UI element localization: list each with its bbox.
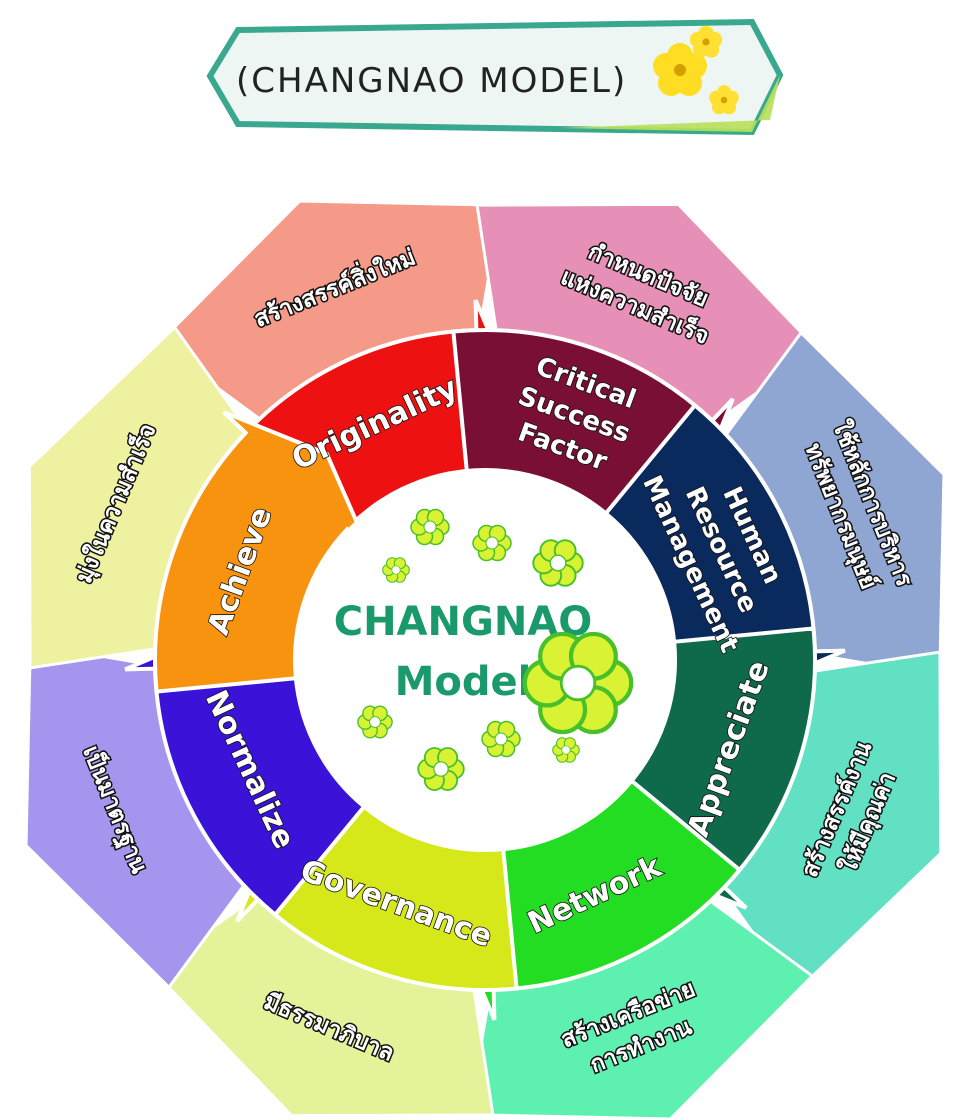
center-flower-icon xyxy=(552,737,580,763)
banner-flower-decoration xyxy=(653,25,739,115)
center-area: CHANGNAO Model xyxy=(295,470,675,850)
center-flower-icon xyxy=(532,539,584,587)
center-flower-icon xyxy=(472,524,512,562)
center-flower-decorations xyxy=(357,508,634,791)
title-banner: (CHANGNAO MODEL) xyxy=(206,18,784,136)
center-flower-icon xyxy=(522,631,634,735)
center-flower-icon xyxy=(357,705,393,739)
center-flower-icon xyxy=(382,557,410,583)
center-flower-icon xyxy=(481,720,521,758)
banner-title: (CHANGNAO MODEL) xyxy=(236,61,627,101)
center-subtitle: Model xyxy=(395,659,532,705)
center-flower-icon xyxy=(410,508,450,546)
center-flower-icon xyxy=(417,747,465,791)
